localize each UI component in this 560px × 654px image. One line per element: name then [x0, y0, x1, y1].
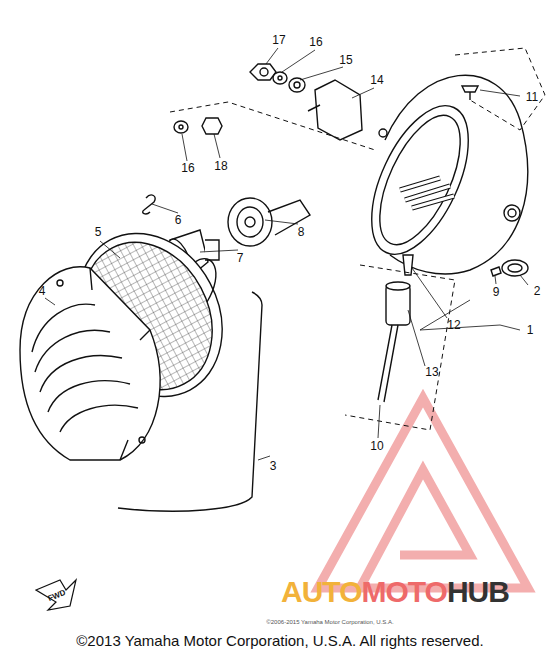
callout-number: 15 [339, 54, 352, 66]
watermark: AUTO [281, 577, 361, 607]
callout-number: 14 [370, 74, 383, 86]
copyright-note: ©2006-2015 Yamaha Motor Corporation, U.S… [266, 619, 393, 625]
callout-number: 17 [272, 34, 285, 46]
callout-number: 8 [298, 226, 305, 238]
callout-number: 12 [447, 319, 460, 331]
watermark: HUB [447, 577, 509, 607]
callout-number: 18 [214, 160, 227, 172]
callout-number: 16 [181, 162, 194, 174]
callout-number: 16 [309, 36, 322, 48]
callout-number: 4 [39, 285, 46, 297]
callout-number: 5 [95, 226, 102, 238]
callout-number: 2 [534, 285, 541, 297]
callout-number: 9 [493, 286, 500, 298]
callout-number: 3 [270, 460, 277, 472]
watermark: MOTO [361, 577, 446, 607]
callout-number: 13 [425, 366, 438, 378]
callout-number: 11 [526, 91, 538, 103]
callout-number: 6 [175, 214, 182, 226]
callout-number: 7 [237, 252, 244, 264]
callout-number: 1 [527, 324, 534, 336]
copyright-caption: ©2013 Yamaha Motor Corporation, U.S.A. A… [76, 633, 483, 648]
callout-number: 10 [370, 440, 383, 452]
